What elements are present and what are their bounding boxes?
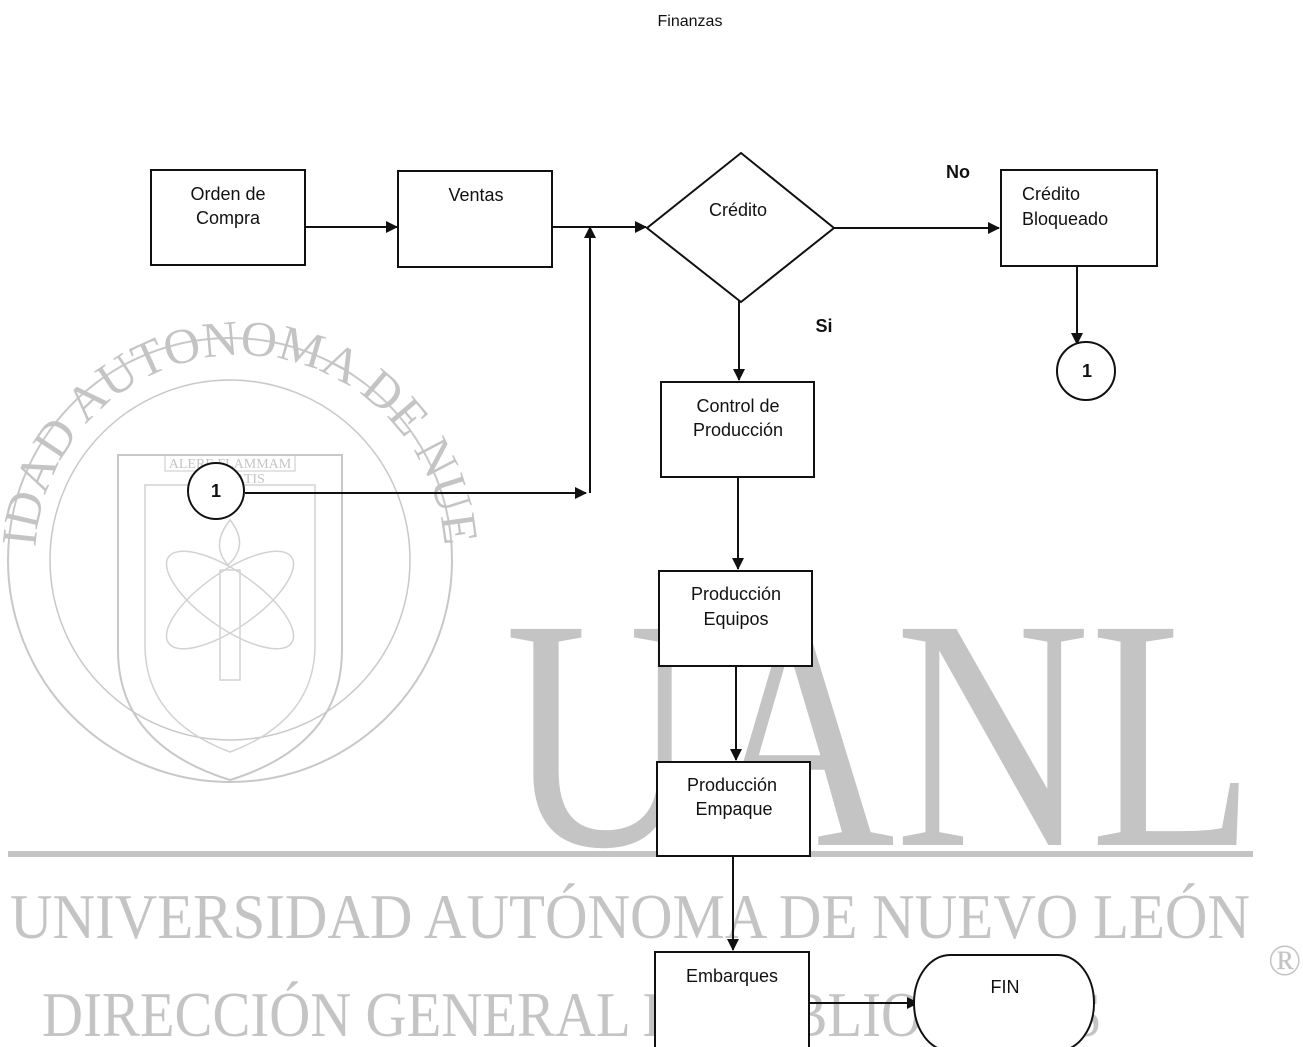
node-orden-de-compra: Orden de Compra — [150, 169, 306, 266]
node-label-line-1: Control de — [696, 396, 779, 416]
node-label: Ventas — [448, 185, 503, 205]
connector-circle — [187, 462, 245, 520]
node-label-line-1: Producción — [691, 584, 781, 604]
node-label-line-2: Compra — [196, 208, 261, 228]
branch-label-no: No — [946, 162, 970, 182]
node-produccion-empaque: Producción Empaque — [656, 761, 811, 857]
node-embarques: Embarques — [654, 951, 810, 1047]
seal-outer-ring — [7, 337, 453, 783]
node-connector-top: 1 — [1056, 341, 1116, 401]
watermark-registered-mark: ® — [1268, 936, 1301, 985]
node-produccion-equipos: Producción Equipos — [658, 570, 813, 667]
node-label-line-2: Equipos — [703, 609, 768, 629]
torch-handle-icon — [219, 569, 241, 681]
node-label-line-2: Producción — [693, 420, 783, 440]
terminator-shape — [913, 954, 1095, 1047]
diagram-title: Finanzas — [658, 13, 723, 30]
node-box — [656, 761, 811, 857]
node-label-line-1: Orden de — [190, 184, 265, 204]
node-label-line-2: Bloqueado — [1022, 209, 1108, 229]
watermark-rule — [8, 851, 1253, 857]
seal-inner-ring — [49, 379, 411, 741]
edges — [245, 221, 1083, 1009]
node-box — [660, 381, 815, 478]
node-box — [1000, 169, 1158, 267]
atom-orbit-icon — [165, 550, 295, 650]
branch-label-si: Si — [815, 316, 832, 336]
seal-shield-icon — [117, 454, 343, 782]
node-label: Crédito — [709, 200, 767, 220]
decision-diamond — [645, 151, 836, 304]
node-ventas: Ventas — [397, 170, 553, 268]
node-label: FIN — [991, 977, 1020, 997]
node-credito-decision: Crédito — [645, 151, 836, 304]
node-connector-left: 1 — [187, 462, 245, 520]
watermark-university-line: UNIVERSIDAD AUTÓNOMA DE NUEVO LEÓN — [10, 881, 1250, 952]
node-label-line-1: Crédito — [1022, 184, 1080, 204]
node-fin-terminator: FIN — [913, 954, 1095, 1047]
node-label-line-2: Empaque — [695, 799, 772, 819]
connector-label: 1 — [1082, 361, 1092, 381]
atom-orbit-icon — [165, 550, 295, 650]
node-label-line-1: Producción — [687, 775, 777, 795]
node-credito-bloqueado: Crédito Bloqueado — [1000, 169, 1158, 267]
connector-label: 1 — [211, 481, 221, 501]
node-box — [397, 170, 553, 268]
connector-circle — [1056, 341, 1116, 401]
node-label: Embarques — [686, 966, 778, 986]
node-control-de-produccion: Control de Producción — [660, 381, 815, 478]
watermark-uanl-letters: UANL — [505, 552, 1255, 917]
torch-flame-icon — [218, 518, 241, 567]
seal-shield-inner — [144, 484, 316, 753]
node-box — [150, 169, 306, 266]
node-box — [658, 570, 813, 667]
nodes: Orden de Compra Ventas Crédito Crédito B… — [150, 151, 1158, 1047]
node-box — [654, 951, 810, 1047]
